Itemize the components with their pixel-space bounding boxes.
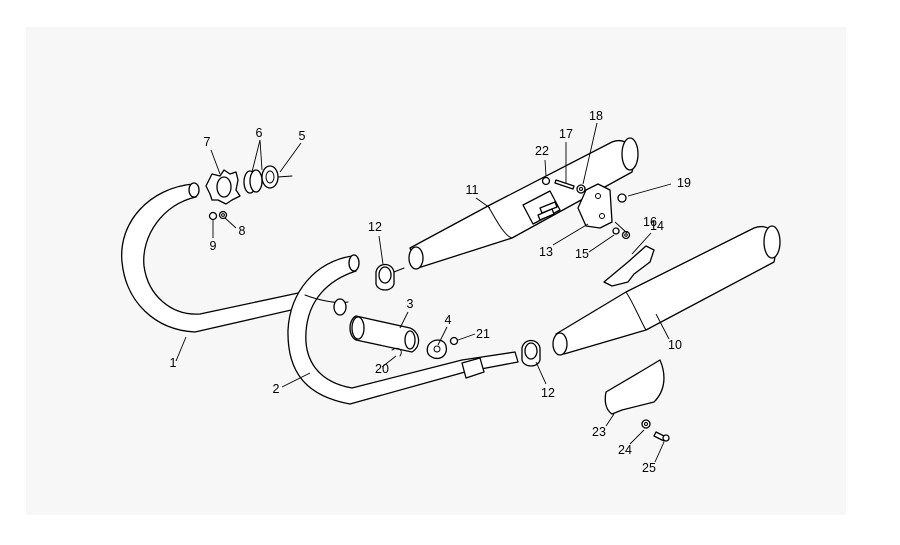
heat-shield-screw (641, 419, 670, 442)
callout-7: 7 (204, 135, 211, 149)
callout-10: 10 (668, 338, 682, 352)
support-plate (603, 245, 655, 287)
pipe-clamp-upper (375, 263, 405, 291)
silencer-bracket (577, 183, 613, 229)
callout-2: 2 (273, 382, 280, 396)
exhaust-header-pipe-right (287, 254, 519, 405)
exhaust-header-pipe-left (121, 182, 304, 333)
callout-18: 18 (589, 109, 603, 123)
callout-25: 25 (642, 461, 656, 475)
callout-12-lower: 12 (541, 386, 555, 400)
callout-23: 23 (592, 425, 606, 439)
heat-shield (604, 359, 665, 415)
callout-21: 21 (476, 327, 490, 341)
callout-6: 6 (256, 126, 263, 140)
exhaust-ring-nut-assembly (205, 165, 293, 205)
crossover-tube (333, 298, 420, 353)
crossover-clamp (426, 339, 448, 360)
callout-19: 19 (677, 176, 691, 190)
callout-14: 14 (650, 219, 664, 233)
clamp-nut (449, 336, 459, 346)
clip (391, 347, 402, 357)
callout-4: 4 (445, 313, 452, 327)
callout-16: 16 (643, 215, 657, 229)
callout-22: 22 (535, 144, 549, 158)
callout-11: 11 (466, 183, 479, 197)
callout-17: 17 (559, 127, 573, 141)
callout-24: 24 (618, 443, 632, 457)
bracket-fasteners (541, 176, 631, 240)
callout-13: 13 (539, 245, 553, 259)
callout-5: 5 (299, 129, 306, 143)
stud-nut-washer (208, 210, 228, 221)
callout-15: 15 (575, 247, 589, 261)
callout-3: 3 (407, 297, 414, 311)
callout-12-upper: 12 (368, 220, 382, 234)
silencer-lower (552, 225, 781, 356)
leader-lines (175, 122, 672, 463)
pipe-clamp-lower (521, 339, 541, 367)
callout-9: 9 (210, 239, 217, 253)
callout-labels: 1 2 3 4 5 6 7 8 9 10 11 12 12 13 14 15 1… (170, 109, 691, 475)
callout-20: 20 (375, 362, 389, 376)
callout-8: 8 (239, 224, 246, 238)
silencer-upper (408, 137, 639, 270)
callout-1: 1 (170, 356, 177, 370)
